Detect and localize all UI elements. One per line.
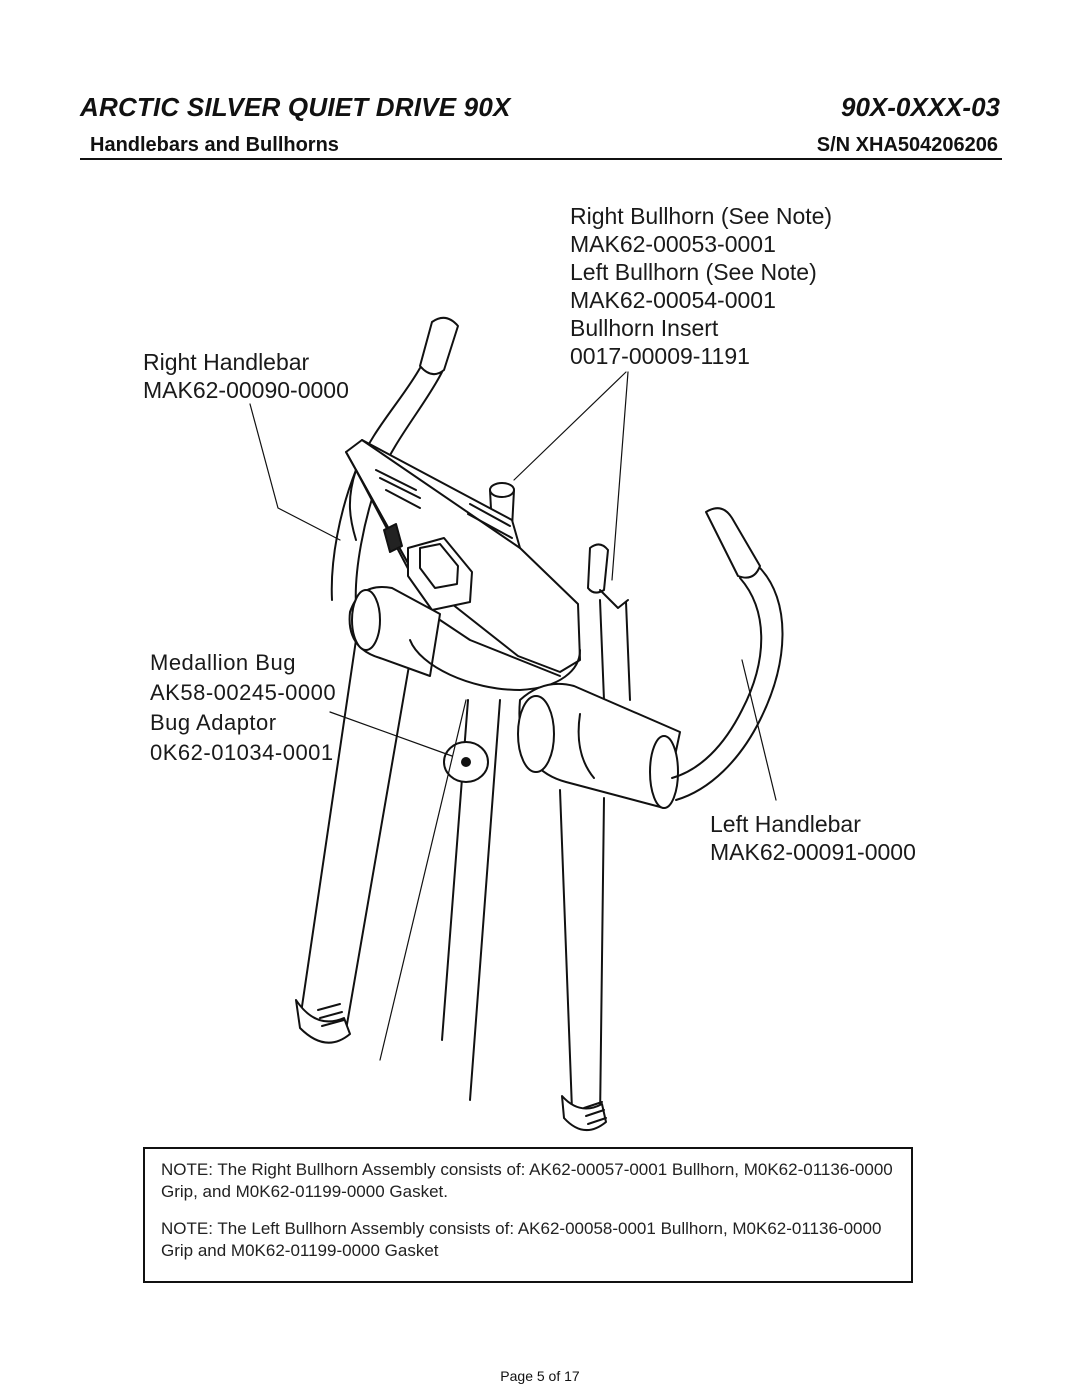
callout-line: MAK62-00053-0001 (570, 231, 776, 257)
callout-line: 0017-00009-1191 (570, 343, 750, 369)
bullhorn-callout: Right Bullhorn (See Note) MAK62-00053-00… (570, 202, 832, 370)
left-handlebar-callout: Left Handlebar MAK62-00091-0000 (710, 810, 916, 866)
crossbar-left-part (517, 682, 681, 809)
document-number: 90X-0XXX-03 (841, 92, 1000, 122)
medallion-bug-part (443, 741, 489, 783)
callout-line: Left Handlebar (710, 811, 861, 837)
leader-lines (249, 371, 777, 1061)
right-bullhorn-note: NOTE: The Right Bullhorn Assembly consis… (161, 1160, 893, 1201)
callout-line: Bug Adaptor (150, 710, 277, 735)
page-number: Page 5 of 17 (500, 1368, 580, 1384)
crossbar-right-part (348, 586, 441, 677)
callout-line: AK58-00245-0000 (150, 680, 337, 705)
console-part (345, 439, 581, 677)
left-upright-tube (559, 789, 607, 1131)
assembly-note-box: NOTE: The Right Bullhorn Assembly consis… (143, 1147, 913, 1283)
callout-line: MAK62-00091-0000 (710, 839, 916, 865)
header-rule (80, 158, 1002, 160)
section-title: Handlebars and Bullhorns (90, 134, 339, 156)
callout-line: Bullhorn Insert (570, 315, 719, 341)
callout-line: Left Bullhorn (See Note) (570, 259, 817, 285)
callout-line: Medallion Bug (150, 650, 296, 675)
serial-number: S/N XHA504206206 (816, 134, 998, 156)
model-title: ARCTIC SILVER QUIET DRIVE 90X (80, 92, 511, 122)
callout-line: Right Bullhorn (See Note) (570, 203, 833, 229)
callout-line: MAK62-00090-0000 (143, 377, 349, 403)
callout-line: Right Handlebar (143, 349, 310, 375)
medallion-callout: Medallion Bug AK58-00245-0000 Bug Adapto… (150, 648, 336, 768)
callout-line: 0K62-01034-0001 (150, 740, 334, 765)
right-upright-tube (295, 639, 411, 1044)
left-handlebar-part (671, 507, 784, 801)
left-bullhorn-note: NOTE: The Left Bullhorn Assembly consist… (161, 1219, 882, 1260)
callout-line: MAK62-00054-0001 (570, 287, 776, 313)
bullhorn-insert-parts (489, 482, 631, 701)
right-handlebar-callout: Right Handlebar MAK62-00090-0000 (143, 348, 349, 404)
